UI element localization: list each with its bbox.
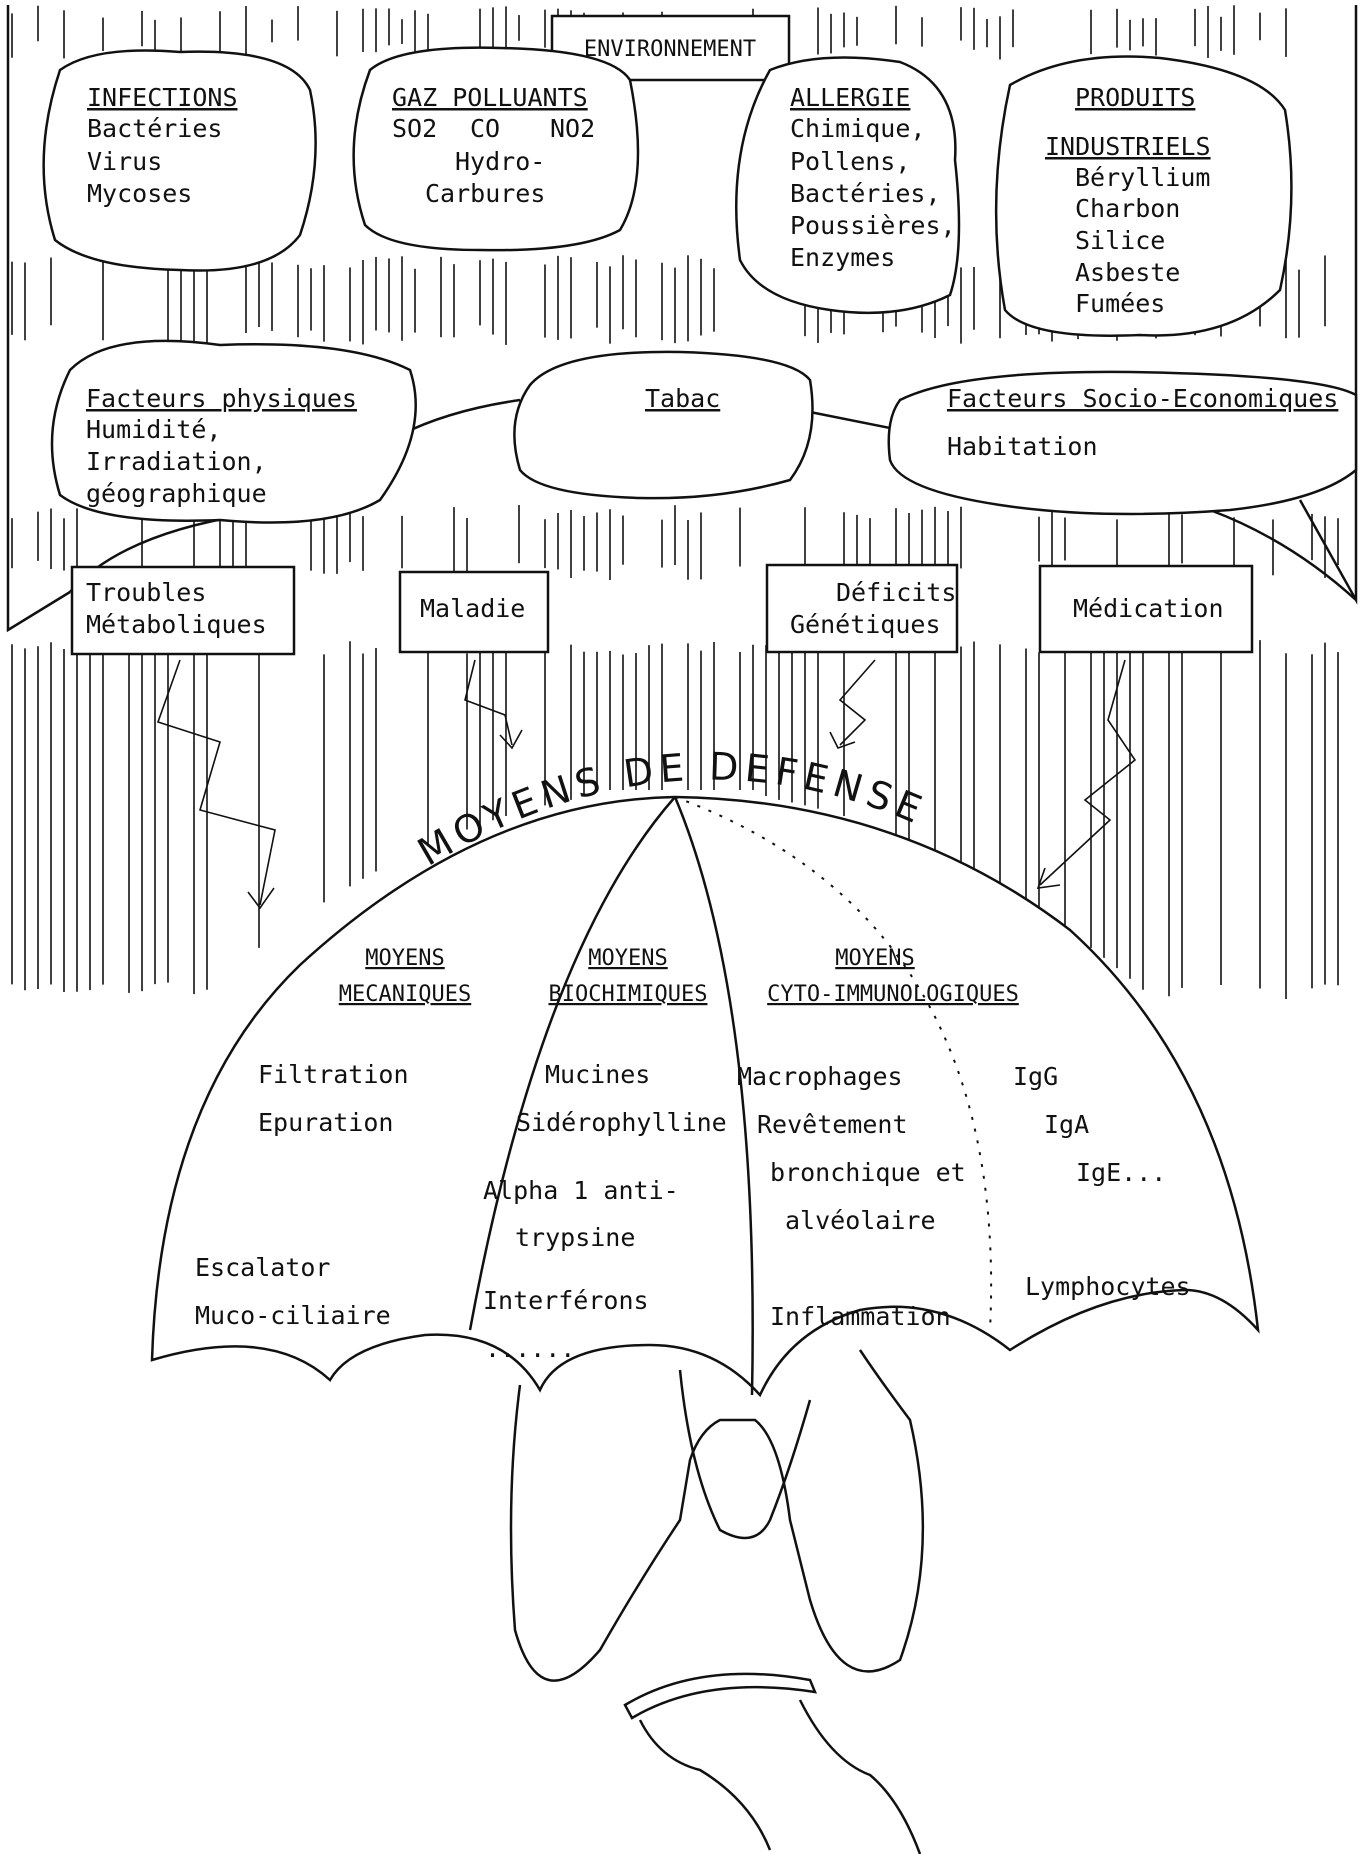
biochimiques-heading: BIOCHIMIQUES	[549, 982, 708, 1007]
zigzag-arrow	[1036, 659, 1137, 889]
produits-item: Asbeste	[1075, 258, 1180, 287]
socio-item: Habitation	[947, 432, 1098, 461]
allergie-item: Pollens,	[790, 147, 910, 176]
immuno-item: IgA	[1044, 1110, 1089, 1139]
produits-industriels-cloud	[994, 55, 1293, 337]
umbrella-rib	[468, 796, 676, 1331]
deficits-label: Déficits	[836, 578, 956, 607]
umbrella-canopy	[150, 795, 1260, 1398]
gaz-item: NO2	[550, 114, 595, 143]
medication-box	[1038, 564, 1254, 654]
allergie-item: Enzymes	[790, 243, 895, 272]
biochimiques-item: Mucines	[545, 1060, 650, 1089]
maladie-box	[398, 570, 550, 654]
facteurs-physiques-cloud	[50, 339, 417, 524]
lung-base	[638, 1699, 922, 1854]
allergie-item: Chimique,	[790, 114, 925, 143]
deficits-genetiques-box	[765, 563, 959, 654]
produits-item: Fumées	[1075, 289, 1165, 318]
biochimiques-item: Sidérophylline	[516, 1108, 727, 1137]
socio-economiques-cloud	[887, 370, 1358, 516]
umbrella-rib	[673, 796, 754, 1396]
gaz-extra: Hydro-	[455, 147, 545, 176]
zigzag-arrow	[829, 659, 876, 749]
biochimiques-item: Alpha 1 anti-	[483, 1176, 679, 1205]
environment-label: ENVIRONNEMENT	[584, 37, 756, 62]
allergie-title: ALLERGIE	[790, 83, 910, 112]
gaz-item: CO	[470, 114, 500, 143]
cyto-heading: CYTO-IMMUNOLOGIQUES	[767, 982, 1019, 1007]
mecaniques-heading: MECANIQUES	[339, 982, 471, 1007]
gaz-item: SO2	[392, 114, 437, 143]
mecaniques-heading: MOYENS	[365, 946, 444, 971]
tabac-cloud	[513, 350, 814, 500]
physiques-item: Irradiation,	[86, 447, 267, 476]
deficits-label: Génétiques	[790, 610, 941, 639]
allergie-item: Bactéries,	[790, 179, 941, 208]
tabac-title: Tabac	[645, 384, 720, 413]
allergie-cloud	[735, 56, 961, 315]
mecaniques-item: Escalator	[195, 1253, 330, 1282]
biochimiques-item: ......	[485, 1334, 575, 1363]
produits-item: Charbon	[1075, 194, 1180, 223]
produits-title: PRODUITS	[1075, 83, 1195, 112]
troubles-label: Troubles	[86, 578, 206, 607]
produits-item: Silice	[1075, 226, 1165, 255]
troubles-label: Métaboliques	[86, 610, 267, 639]
socio-title: Facteurs Socio-Economiques	[947, 384, 1338, 413]
physiques-title: Facteurs physiques	[86, 384, 357, 413]
cyto-item: alvéolaire	[785, 1206, 936, 1235]
infections-cloud	[42, 49, 317, 272]
cyto-heading: MOYENS	[835, 946, 914, 971]
immuno-item: IgE...	[1076, 1158, 1166, 1187]
biochimiques-item: Interférons	[483, 1286, 649, 1315]
gaz-polluants-cloud	[352, 46, 640, 252]
allergie-item: Poussières,	[790, 211, 956, 240]
umbrella-handle	[509, 1349, 925, 1682]
produits-title: INDUSTRIELS	[1045, 132, 1211, 161]
maladie-label: Maladie	[420, 594, 525, 623]
bronchus-band	[623, 1672, 818, 1720]
mecaniques-item: Filtration	[258, 1060, 409, 1089]
zigzag-arrow	[464, 659, 523, 750]
gaz-extra: Carbures	[425, 179, 545, 208]
zigzag-arrow	[156, 659, 276, 910]
produits-item: Béryllium	[1075, 163, 1210, 192]
trachea	[678, 1369, 812, 1540]
connector-curve	[69, 398, 1357, 601]
physiques-item: géographique	[86, 479, 267, 508]
biochimiques-heading: MOYENS	[588, 946, 667, 971]
biochimiques-item: trypsine	[515, 1223, 635, 1252]
immuno-item: Lymphocytes	[1025, 1272, 1191, 1301]
infections-item: Virus	[87, 147, 162, 176]
cyto-item: Inflammation	[770, 1302, 951, 1331]
cyto-item: Macrophages	[737, 1062, 903, 1091]
infections-title: INFECTIONS	[87, 83, 238, 112]
infections-item: Bactéries	[87, 114, 222, 143]
infections-item: Mycoses	[87, 179, 192, 208]
cyto-item: bronchique et	[770, 1158, 966, 1187]
medication-label: Médication	[1073, 594, 1224, 623]
umbrella-rib-dotted	[674, 796, 993, 1331]
cyto-item: Revêtement	[757, 1110, 908, 1139]
troubles-metaboliques-box	[70, 565, 296, 656]
gaz-title: GAZ POLLUANTS	[392, 83, 588, 112]
physiques-item: Humidité,	[86, 415, 221, 444]
mecaniques-item: Muco-ciliaire	[195, 1301, 391, 1330]
immuno-item: IgG	[1013, 1062, 1058, 1091]
mecaniques-item: Epuration	[258, 1108, 393, 1137]
